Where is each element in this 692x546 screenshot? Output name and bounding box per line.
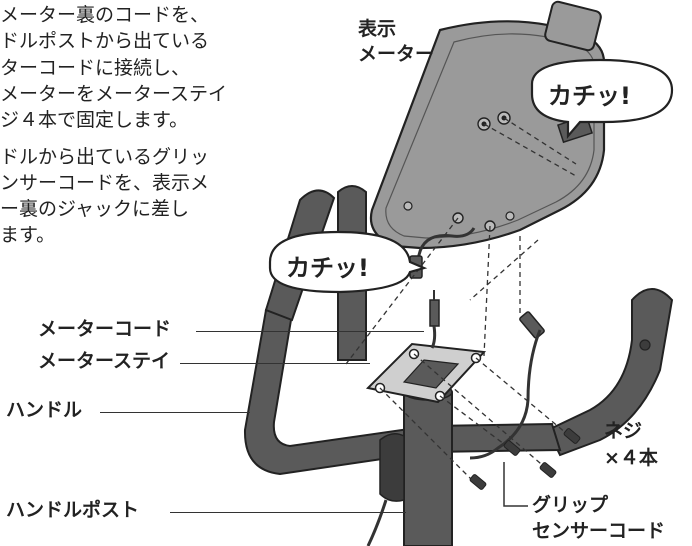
screws-label: ネジ	[604, 420, 643, 442]
meter-cord-leader	[196, 331, 424, 332]
instruction-step2-line: ンサーコードを、表示メ	[0, 172, 210, 194]
handle-post-leader	[170, 512, 406, 513]
screw	[469, 474, 487, 490]
meter-stay-label: メーターステイ	[38, 350, 171, 372]
instruction-step1-line: メーターをメーターステイ	[0, 83, 228, 105]
grip-sensor-cord	[469, 329, 542, 460]
instruction-step1-line: ドルポストから出ている	[0, 30, 210, 52]
guide-dashes	[345, 117, 577, 487]
right-handle-hole	[639, 339, 651, 351]
right-handle-arm	[546, 288, 674, 457]
screw	[503, 440, 521, 456]
grip-sensor-cord-label: センサーコード	[532, 520, 666, 542]
instruction-step2-line: ドルから出ているグリッ	[0, 146, 210, 168]
meter-cord-label: メーターコード	[38, 318, 172, 340]
screw	[539, 462, 557, 478]
left-cable	[366, 499, 388, 546]
click-bubble-lower-text: カチッ!	[286, 254, 369, 282]
screws-label: ×４本	[604, 447, 658, 469]
bubble-upper	[530, 58, 674, 139]
post-bracket	[379, 433, 405, 502]
meter-screw-bosses	[403, 111, 515, 232]
display-meter-clip	[544, 0, 602, 52]
display-meter-label: メーター	[358, 43, 435, 65]
instruction-step1-line: メーター裏のコードを、	[0, 4, 210, 26]
instruction-step1-line: ターコードに接続し、	[0, 57, 191, 79]
bubble-lower	[268, 230, 428, 294]
handle-label: ハンドル	[6, 399, 83, 421]
handle	[243, 308, 562, 476]
handle-post-label: ハンドルポスト	[6, 499, 140, 521]
meter-cord	[430, 325, 437, 349]
instruction-step1-line: ジ４本で固定します。	[0, 109, 189, 131]
instruction-step2-line: ー裏のジャックに差し	[0, 198, 190, 220]
screw	[563, 428, 581, 444]
meter-stay-hole	[402, 359, 460, 389]
meter-rear-cord	[416, 227, 476, 263]
meter-stay-leader	[180, 363, 370, 364]
instruction-step2-line: ます。	[0, 224, 56, 246]
display-meter-label: 表示	[358, 18, 397, 40]
handle-leader	[100, 412, 250, 413]
grip-sensor-cord-label: グリップ	[532, 494, 609, 516]
click-bubble-upper-text: カチッ!	[548, 82, 631, 110]
